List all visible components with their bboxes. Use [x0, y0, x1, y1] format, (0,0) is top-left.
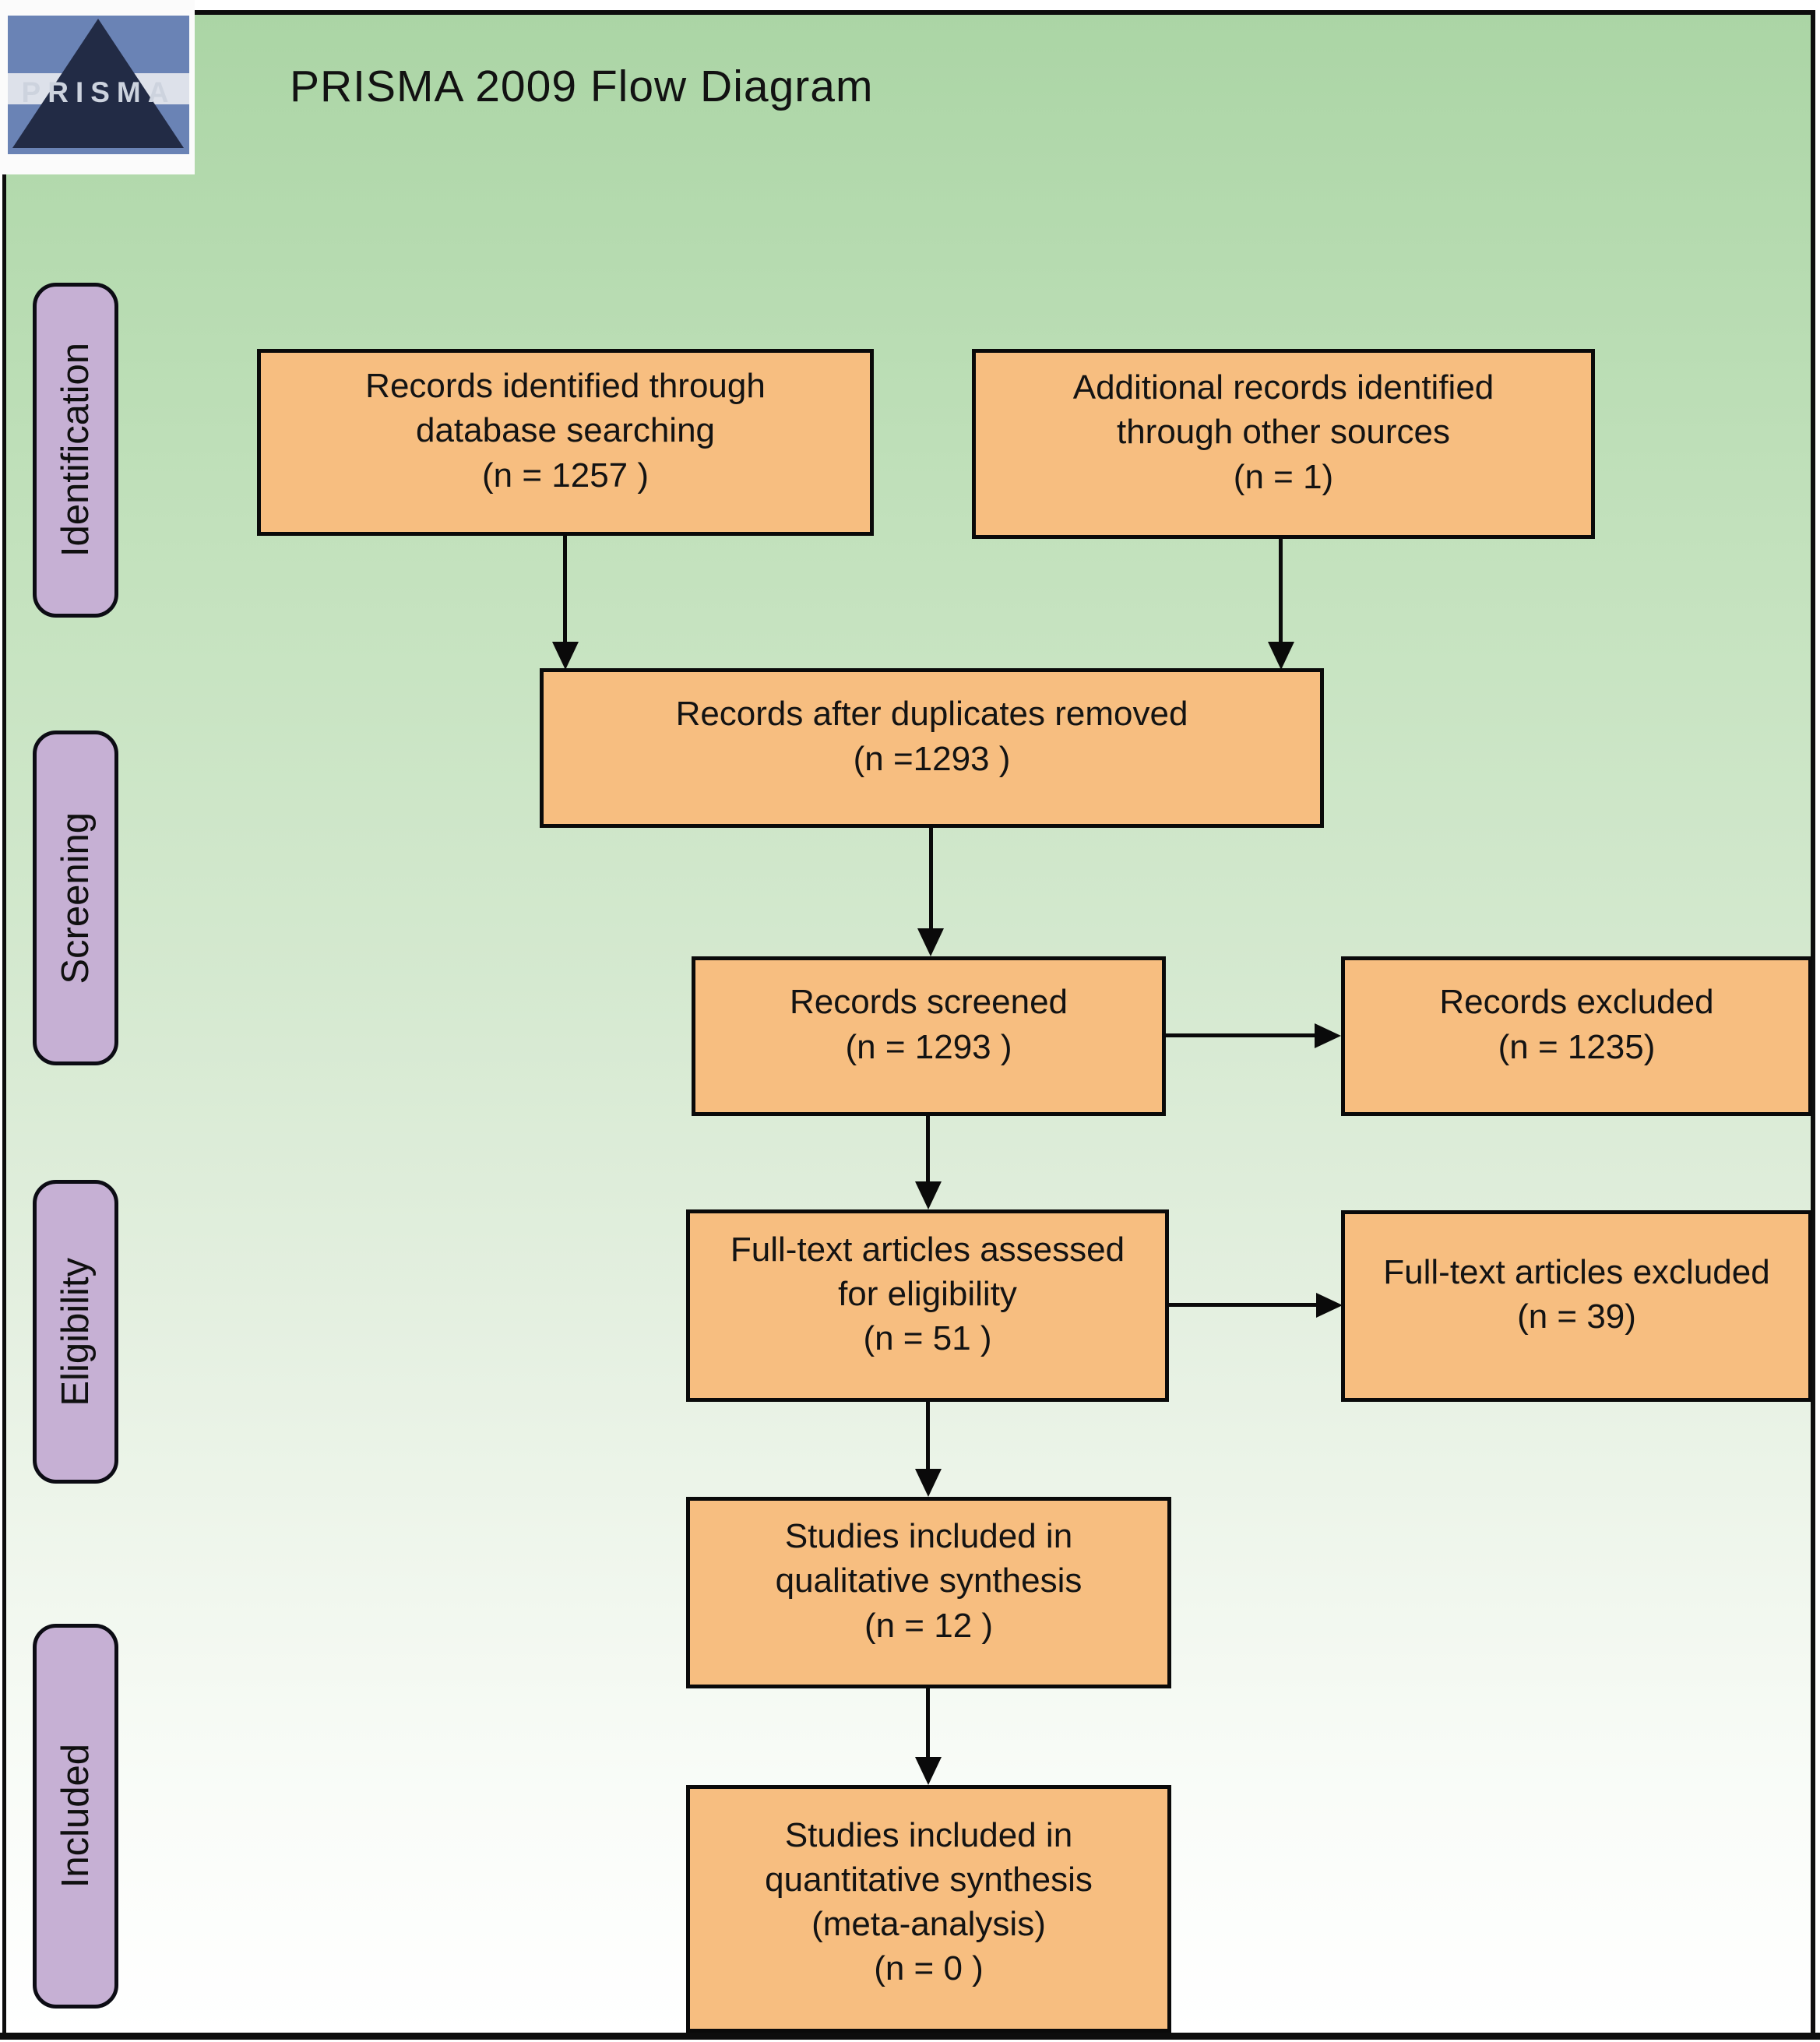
box-count: (n = 39) [1517, 1297, 1636, 1336]
flow-box-duplicates-removed: Records after duplicates removed (n =129… [540, 668, 1324, 828]
box-line: Full-text articles assessed [730, 1230, 1125, 1269]
frame-bottom-border [0, 2033, 1820, 2040]
box-count: (n = 1293 ) [845, 1027, 1012, 1066]
box-line: qualitative synthesis [775, 1561, 1082, 1600]
box-line: Studies included in [784, 1517, 1073, 1556]
flow-box-records-screened: Records screened (n = 1293 ) [692, 956, 1166, 1116]
box-line: Records after duplicates removed [675, 695, 1188, 734]
frame-right-border [1811, 10, 1815, 2034]
arrow-additional-to-deduplicated [1279, 536, 1283, 642]
box-line: Additional records identified [1072, 368, 1494, 407]
flow-box-additional-records: Additional records identified through ot… [972, 349, 1595, 539]
stage-label-text: Screening [55, 812, 97, 984]
stage-label-screening: Screening [33, 731, 118, 1065]
box-line: (meta-analysis) [811, 1905, 1046, 1943]
box-line: for eligibility [838, 1274, 1017, 1313]
flow-box-records-excluded: Records excluded (n = 1235) [1341, 956, 1812, 1116]
box-line: through other sources [1116, 413, 1451, 452]
box-count: (n =1293 ) [853, 739, 1011, 778]
box-count: (n = 12 ) [864, 1606, 994, 1645]
flow-box-qualitative-synthesis: Studies included in qualitative synthesi… [686, 1497, 1171, 1688]
arrow-deduplicated-to-screened [929, 828, 933, 930]
box-line: Records identified through [365, 367, 766, 406]
arrow-identified-to-deduplicated [563, 536, 567, 642]
arrowhead-down-icon [915, 1757, 942, 1785]
arrowhead-down-icon [915, 1469, 942, 1497]
arrowhead-down-icon [1268, 642, 1294, 670]
arrowhead-right-icon [1315, 1023, 1341, 1048]
stage-label-text: Identification [55, 343, 97, 558]
box-count: (n = 1) [1233, 457, 1334, 496]
arrow-qualitative-to-quantitative [926, 1688, 930, 1759]
prisma-logo-image: PRISMA [8, 16, 189, 154]
box-line: Studies included in [784, 1815, 1073, 1854]
frame-top-border [2, 10, 1815, 15]
logo-wordmark: PRISMA [21, 76, 176, 108]
box-count: (n = 0 ) [874, 1949, 984, 1988]
pyramid-icon [12, 19, 184, 148]
arrowhead-right-icon [1316, 1293, 1343, 1318]
page-title: PRISMA 2009 Flow Diagram [290, 62, 874, 111]
flow-box-records-identified: Records identified through database sear… [257, 349, 874, 536]
prisma-logo: PRISMA [0, 0, 195, 174]
arrowhead-down-icon [915, 1181, 942, 1209]
flow-box-fulltext-assessed: Full-text articles assessed for eligibil… [686, 1209, 1169, 1402]
arrow-fulltext-to-excluded [1169, 1303, 1318, 1307]
flow-box-quantitative-synthesis: Studies included in quantitative synthes… [686, 1785, 1171, 2033]
stage-label-eligibility: Eligibility [33, 1180, 118, 1484]
frame-left-border [2, 10, 6, 2040]
stage-label-identification: Identification [33, 283, 118, 618]
flow-box-fulltext-excluded: Full-text articles excluded (n = 39) [1341, 1210, 1812, 1402]
stage-label-text: Included [55, 1744, 97, 1889]
arrowhead-down-icon [552, 642, 579, 670]
stage-label-text: Eligibility [55, 1257, 97, 1407]
box-count: (n = 51 ) [863, 1319, 992, 1358]
arrow-screened-to-excluded [1166, 1033, 1316, 1037]
box-line: Full-text articles excluded [1383, 1252, 1770, 1291]
box-count: (n = 1235) [1498, 1027, 1656, 1066]
arrow-fulltext-to-qualitative [926, 1402, 930, 1470]
box-line: Records excluded [1439, 983, 1714, 1022]
stage-label-included: Included [33, 1624, 118, 2009]
arrowhead-down-icon [917, 928, 944, 956]
box-line: database searching [415, 411, 716, 450]
box-line: quantitative synthesis [765, 1860, 1093, 1899]
arrow-screened-to-fulltext [926, 1116, 930, 1183]
box-count: (n = 1257 ) [481, 456, 649, 495]
box-line: Records screened [789, 983, 1068, 1022]
